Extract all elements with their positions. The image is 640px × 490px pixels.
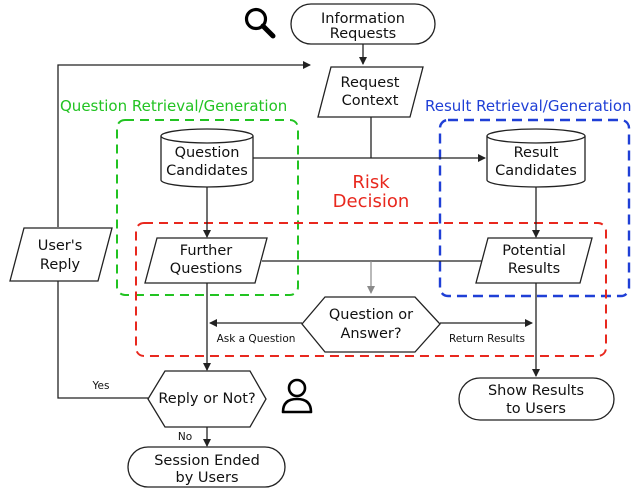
svg-text:Questions: Questions	[170, 261, 242, 277]
label-ask-question: Ask a Question	[217, 333, 296, 345]
svg-text:to Users: to Users	[506, 401, 566, 417]
risk-decision-region	[135, 222, 607, 357]
node-result-candidates: Result Candidates	[486, 128, 586, 188]
svg-text:Potential: Potential	[502, 243, 566, 259]
node-show-results: Show Results to Users	[458, 377, 615, 421]
result-retrieval-region	[438, 118, 631, 298]
svg-text:User's: User's	[38, 238, 83, 254]
edge-user-reply-to-context	[57, 61, 311, 227]
svg-text:Session Ended: Session Ended	[154, 453, 260, 469]
svg-text:Show Results: Show Results	[488, 383, 584, 399]
result-region-label: Result Retrieval/Generation	[425, 97, 632, 115]
svg-text:Answer?: Answer?	[340, 326, 401, 342]
svg-text:Reply or Not?: Reply or Not?	[158, 391, 255, 407]
svg-text:Information: Information	[321, 11, 405, 27]
risk-label-line1: Risk	[352, 172, 390, 193]
svg-text:Request: Request	[341, 75, 400, 91]
node-potential-results: Potential Results	[475, 237, 593, 284]
question-retrieval-region	[116, 119, 299, 296]
svg-text:Context: Context	[342, 93, 399, 109]
node-reply-or-not: Reply or Not?	[147, 370, 267, 428]
node-question-candidates: Question Candidates	[160, 128, 254, 188]
svg-text:by Users: by Users	[176, 470, 239, 486]
user-icon	[281, 378, 313, 414]
node-session-ended: Session Ended by Users	[127, 446, 286, 488]
svg-text:Candidates: Candidates	[495, 163, 577, 179]
node-question-or-answer: Question or Answer?	[301, 296, 441, 353]
node-further-questions: Further Questions	[144, 237, 268, 284]
label-yes: Yes	[92, 380, 110, 392]
svg-text:Question or: Question or	[329, 307, 413, 323]
svg-text:Question: Question	[175, 145, 240, 161]
svg-text:Reply: Reply	[40, 257, 81, 273]
question-region-label: Question Retrieval/Generation	[60, 97, 287, 115]
label-return-results: Return Results	[449, 333, 525, 345]
node-users-reply: User's Reply	[9, 227, 113, 282]
svg-text:Candidates: Candidates	[166, 163, 248, 179]
risk-label-line2: Decision	[333, 191, 410, 212]
svg-text:Result: Result	[514, 145, 559, 161]
svg-text:Results: Results	[508, 261, 560, 277]
svg-text:Further: Further	[180, 243, 232, 259]
node-request-context: Request Context	[317, 66, 424, 118]
label-no: No	[178, 431, 192, 443]
magnifier-icon	[244, 7, 276, 39]
edge-reply-yes	[57, 281, 148, 399]
svg-text:Requests: Requests	[330, 26, 396, 42]
node-information-requests: Information Requests	[290, 3, 436, 45]
